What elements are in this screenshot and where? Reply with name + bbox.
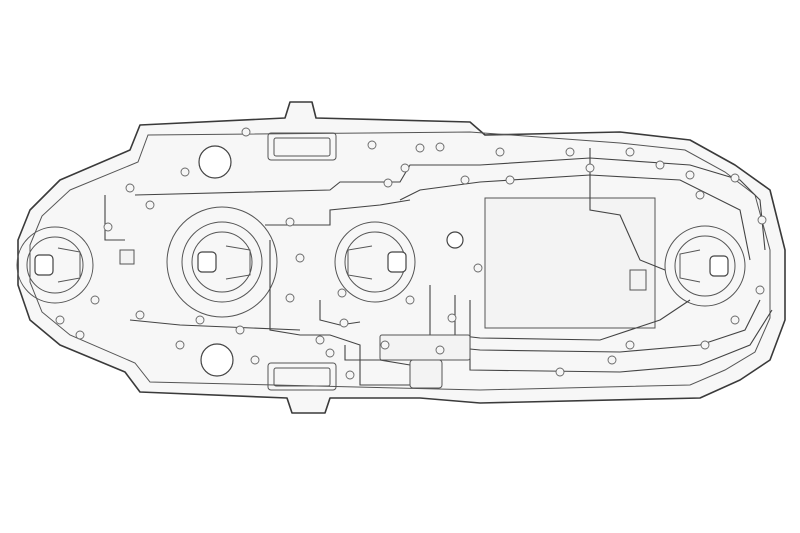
rivet [405, 295, 415, 305]
rivet [195, 315, 205, 325]
rivet [103, 222, 113, 232]
rivet [755, 285, 765, 295]
mounting-hole [200, 343, 234, 377]
rivet [730, 315, 740, 325]
rivet [55, 315, 65, 325]
rivet [315, 335, 325, 345]
rivet [435, 345, 445, 355]
rivet [585, 163, 595, 173]
top-tab [267, 132, 337, 161]
bulb-socket [664, 225, 746, 307]
rivet [145, 200, 155, 210]
rivet [345, 370, 355, 380]
rivet [125, 183, 135, 193]
rivet [90, 295, 100, 305]
rivet [400, 163, 410, 173]
rivet [625, 340, 635, 350]
rivet [175, 340, 185, 350]
rivet [75, 330, 85, 340]
bottom-tab [267, 362, 337, 391]
rivet [241, 127, 251, 137]
connector-block [119, 249, 135, 265]
rivet [625, 147, 635, 157]
rivet [135, 310, 145, 320]
rivet [730, 173, 740, 183]
rivet [180, 167, 190, 177]
connector-block [379, 334, 471, 361]
rivet [380, 340, 390, 350]
bulb-socket [16, 226, 94, 304]
rivet [250, 355, 260, 365]
contact-pad [484, 197, 656, 329]
rivet [337, 288, 347, 298]
rivet [473, 263, 483, 273]
rivet [435, 142, 445, 152]
rivet [383, 178, 393, 188]
bulb-socket [334, 221, 416, 303]
board-inner-outline [29, 131, 771, 391]
rivet [285, 293, 295, 303]
rivet [325, 348, 335, 358]
rivet [757, 215, 767, 225]
rivet [415, 143, 425, 153]
rivet [447, 313, 457, 323]
top-tab-inner [273, 137, 331, 157]
connector-block [409, 359, 443, 389]
rivet [505, 175, 515, 185]
rivet [495, 147, 505, 157]
mounting-hole [446, 231, 464, 249]
rivet [295, 253, 305, 263]
rivet [285, 217, 295, 227]
rivet [555, 367, 565, 377]
bulb-socket [166, 206, 278, 318]
rivet [655, 160, 665, 170]
connector-block [629, 269, 647, 291]
rivet-points [55, 127, 767, 380]
rivet [235, 325, 245, 335]
mounting-hole [198, 145, 232, 179]
rivet [367, 140, 377, 150]
rivet [565, 147, 575, 157]
rivet [685, 170, 695, 180]
rivet [700, 340, 710, 350]
rivet [695, 190, 705, 200]
rivet [607, 355, 617, 365]
rivet [339, 318, 349, 328]
bottom-tab-inner [273, 367, 331, 387]
rivet [460, 175, 470, 185]
